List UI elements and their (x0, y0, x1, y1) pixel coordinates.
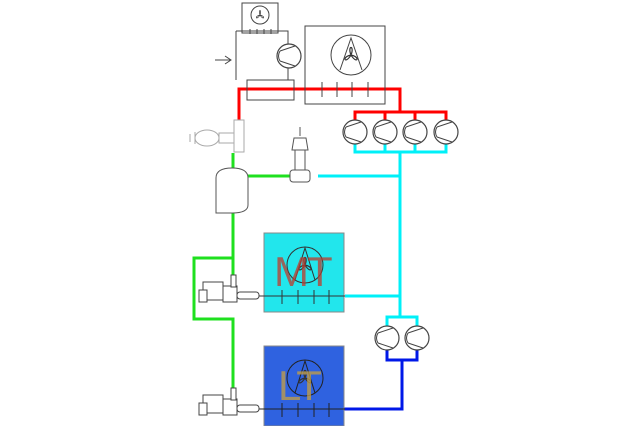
lt-compressor-rack (374, 325, 430, 351)
mt-label: MT (274, 248, 333, 295)
heat-recovery-compressor-icon (276, 43, 302, 69)
lt-label: LT (278, 362, 322, 409)
compressor-icon (404, 325, 430, 351)
high-pressure-valve-icon (189, 119, 245, 153)
mt-solenoid-valve-icon (198, 274, 260, 303)
compressor-icon (342, 119, 368, 145)
mt-evaporator (240, 232, 345, 313)
lt-suction-line (344, 348, 419, 411)
receiver-tank (215, 167, 249, 214)
discharge-line (237, 87, 448, 124)
gas-cooler (304, 25, 386, 105)
mt-compressor-rack (342, 119, 459, 145)
liquid-line (192, 153, 290, 395)
bypass-valve-icon (289, 127, 311, 183)
compressor-icon (433, 119, 459, 145)
compressor-icon (372, 119, 398, 145)
compressor-icon (374, 325, 400, 351)
lt-solenoid-valve-icon (198, 387, 260, 416)
lt-evaporator (240, 345, 345, 426)
compressor-icon (402, 119, 428, 145)
